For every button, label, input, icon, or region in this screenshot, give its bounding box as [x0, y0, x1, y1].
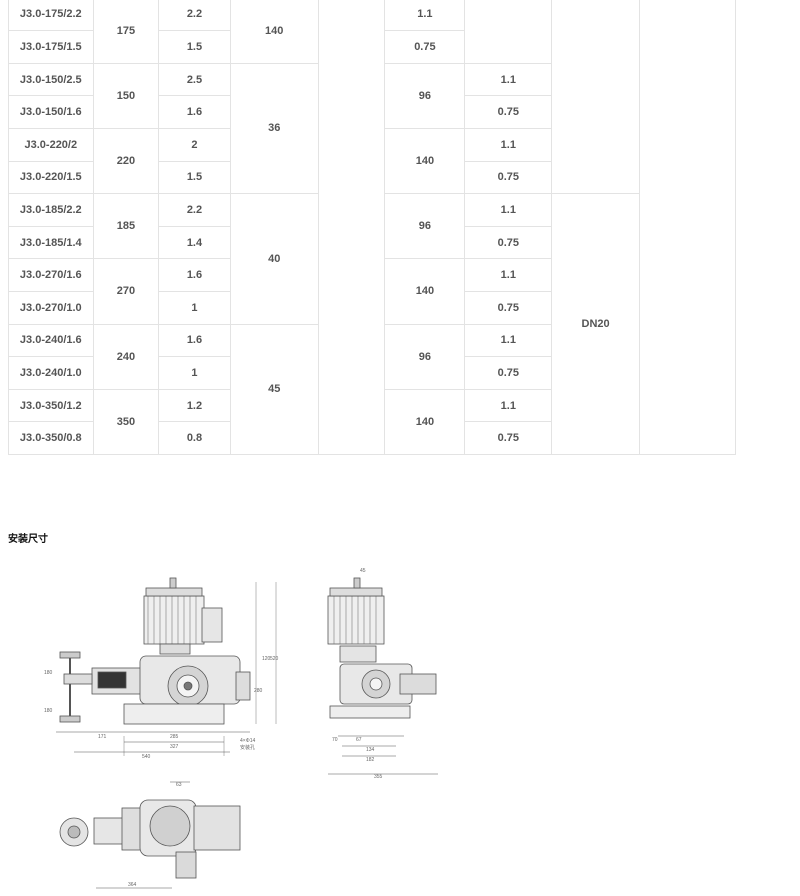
dim-label: 120 — [262, 656, 271, 662]
model-cell: J3.0-270/1.6 — [8, 258, 94, 292]
pressure-cell: 1.2 — [158, 388, 231, 423]
model-cell: J3.0-220/1.5 — [8, 160, 94, 195]
flow-cell: 350 — [92, 388, 160, 455]
power-cell: 0.75 — [384, 30, 466, 64]
pressure-cell: 2.2 — [158, 193, 231, 227]
pressure-cell: 2.2 — [158, 0, 231, 32]
diameter-cell: 45 — [229, 323, 319, 455]
power-cell: 1.1 — [464, 323, 553, 358]
flow-cell: 220 — [92, 127, 160, 195]
flow-cell: 240 — [92, 323, 160, 390]
dim-label: 67 — [356, 737, 362, 743]
dim-label: 安装孔 — [240, 744, 255, 751]
dim-label: 171 — [98, 734, 107, 740]
dim-label: 540 — [142, 754, 151, 760]
dim-label: 180 — [44, 708, 53, 714]
section-title: 安装尺寸 — [8, 534, 48, 545]
power-cell: 0.75 — [464, 160, 553, 195]
stroke-cell: 96 — [384, 62, 466, 129]
dim-label: 182 — [366, 757, 375, 763]
power-cell: 1.1 — [464, 62, 553, 97]
pressure-cell: 1.5 — [158, 160, 231, 195]
stroke-cell: 140 — [384, 388, 466, 455]
pressure-cell: 0.8 — [158, 421, 231, 455]
model-cell: J3.0-175/2.2 — [8, 0, 94, 32]
power-cell: 0.75 — [464, 421, 553, 455]
model-cell: J3.0-270/1.0 — [8, 290, 94, 325]
model-cell: J3.0-350/1.2 — [8, 388, 94, 423]
power-cell: 1.1 — [464, 127, 553, 162]
connection-cell-top — [551, 0, 640, 195]
pressure-cell: 1.6 — [158, 258, 231, 292]
model-cell: J3.0-150/2.5 — [8, 62, 94, 97]
flow-cell: 270 — [92, 258, 160, 325]
power-cell: 1.1 — [464, 193, 553, 227]
flow-cell: 175 — [92, 0, 160, 64]
dim-label: 70 — [332, 737, 338, 743]
pressure-cell: 1 — [158, 290, 231, 325]
model-cell: J3.0-185/2.2 — [8, 193, 94, 227]
dim-label: 45 — [360, 568, 366, 574]
power-cell: 0.75 — [464, 356, 553, 390]
dim-label: 134 — [366, 747, 375, 753]
power-cell: 1.1 — [464, 258, 553, 292]
top-view — [59, 781, 241, 889]
pressure-cell: 1.4 — [158, 225, 231, 260]
blank-column-b — [638, 0, 737, 455]
spec-table: 32 J3.0-175/2.2 175 2.2 140 1.1 J3.0-175… — [8, 0, 800, 455]
model-cell: J3.0-240/1.0 — [8, 356, 94, 390]
side-view — [327, 577, 438, 775]
model-cell: J3.0-150/1.6 — [8, 95, 94, 129]
model-cell: J3.0-220/2 — [8, 127, 94, 162]
pressure-cell: 2 — [158, 127, 231, 162]
dim-label: 4×Φ14 — [240, 738, 255, 744]
dim-label: 355 — [374, 774, 383, 780]
blank-column-a — [317, 0, 386, 455]
stroke-cell: 140 — [229, 0, 319, 64]
diameter-cell: 36 — [229, 62, 319, 195]
power-cell: 1.1 — [464, 388, 553, 423]
power-cell: 1.1 — [384, 0, 466, 32]
front-view — [56, 577, 277, 756]
power-cell: 0.75 — [464, 95, 553, 129]
stroke-cell: 96 — [384, 193, 466, 260]
pressure-cell: 1.6 — [158, 323, 231, 358]
installation-drawing: 171 285 327 540 4×Φ14 安装孔 120 520 280 18… — [44, 568, 438, 889]
dim-label: 285 — [170, 734, 179, 740]
dim-label: 520 — [270, 656, 279, 662]
dim-label: 364 — [128, 882, 137, 888]
model-cell: J3.0-240/1.6 — [8, 323, 94, 358]
dim-label: 280 — [254, 688, 263, 694]
flow-cell: 185 — [92, 193, 160, 260]
dim-label: 180 — [44, 670, 53, 676]
stroke-cell: 140 — [384, 127, 466, 195]
connection-cell: DN20 — [551, 193, 640, 455]
model-cell: J3.0-185/1.4 — [8, 225, 94, 260]
flow-cell: 150 — [92, 62, 160, 129]
pressure-cell: 1 — [158, 356, 231, 390]
dim-label: 63 — [176, 782, 182, 788]
power-cell: 0.75 — [464, 225, 553, 260]
stroke-cell: 96 — [384, 323, 466, 390]
model-cell: J3.0-350/0.8 — [8, 421, 94, 455]
pressure-cell: 1.5 — [158, 30, 231, 64]
model-cell: J3.0-175/1.5 — [8, 30, 94, 64]
stroke-cell: 140 — [384, 258, 466, 325]
diameter-cell: 40 — [229, 193, 319, 325]
pressure-cell: 2.5 — [158, 62, 231, 97]
power-cell: 0.75 — [464, 290, 553, 325]
pressure-cell: 1.6 — [158, 95, 231, 129]
dim-label: 327 — [170, 744, 179, 750]
